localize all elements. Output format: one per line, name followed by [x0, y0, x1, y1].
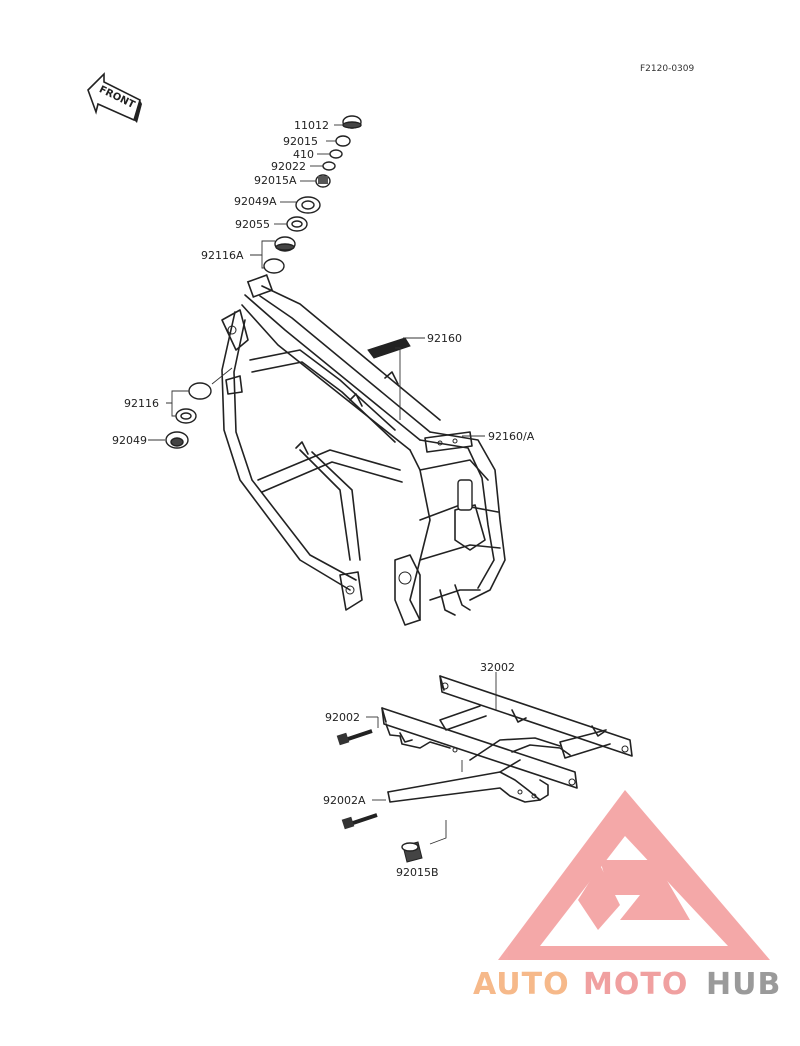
stack-leaders	[250, 124, 343, 269]
callout-92055: 92055	[235, 218, 270, 231]
callout-92015a: 92015A	[254, 174, 297, 187]
callout-32002: 32002	[480, 661, 515, 674]
callout-92160: 92160	[427, 332, 462, 345]
callout-92002a: 92002A	[323, 794, 366, 807]
callout-92116a: 92116A	[201, 249, 244, 262]
lower-bearing-parts	[148, 367, 233, 449]
watermark-text-moto: MOTO	[583, 967, 688, 1002]
callout-92049: 92049	[112, 434, 147, 447]
callout-92015b: 92015B	[396, 866, 439, 879]
sub-frame	[381, 675, 633, 803]
callout-92002: 92002	[325, 711, 360, 724]
bolt-92002a	[341, 813, 378, 830]
steering-parts-stack	[263, 115, 362, 274]
callout-92022: 92022	[271, 160, 306, 173]
subframe-leaders	[366, 672, 497, 845]
watermark-text-auto: AUTO	[473, 967, 570, 1002]
main-frame	[221, 274, 506, 626]
reference-code: F2120-0309	[640, 64, 695, 74]
callout-410: 410	[293, 148, 314, 161]
callout-92116: 92116	[124, 397, 159, 410]
callout-92049a: 92049A	[234, 195, 277, 208]
watermark-logo	[498, 790, 770, 960]
callout-92015: 92015	[283, 135, 318, 148]
watermark-text-hub: HUB	[706, 967, 781, 1002]
label-plate-92160	[367, 337, 411, 359]
callout-92160a: 92160/A	[488, 430, 535, 443]
bolt-92002	[336, 729, 373, 746]
callout-11012: 11012	[294, 119, 329, 132]
collar-92015b	[401, 841, 423, 863]
front-arrow-icon: FRONT	[87, 72, 142, 123]
